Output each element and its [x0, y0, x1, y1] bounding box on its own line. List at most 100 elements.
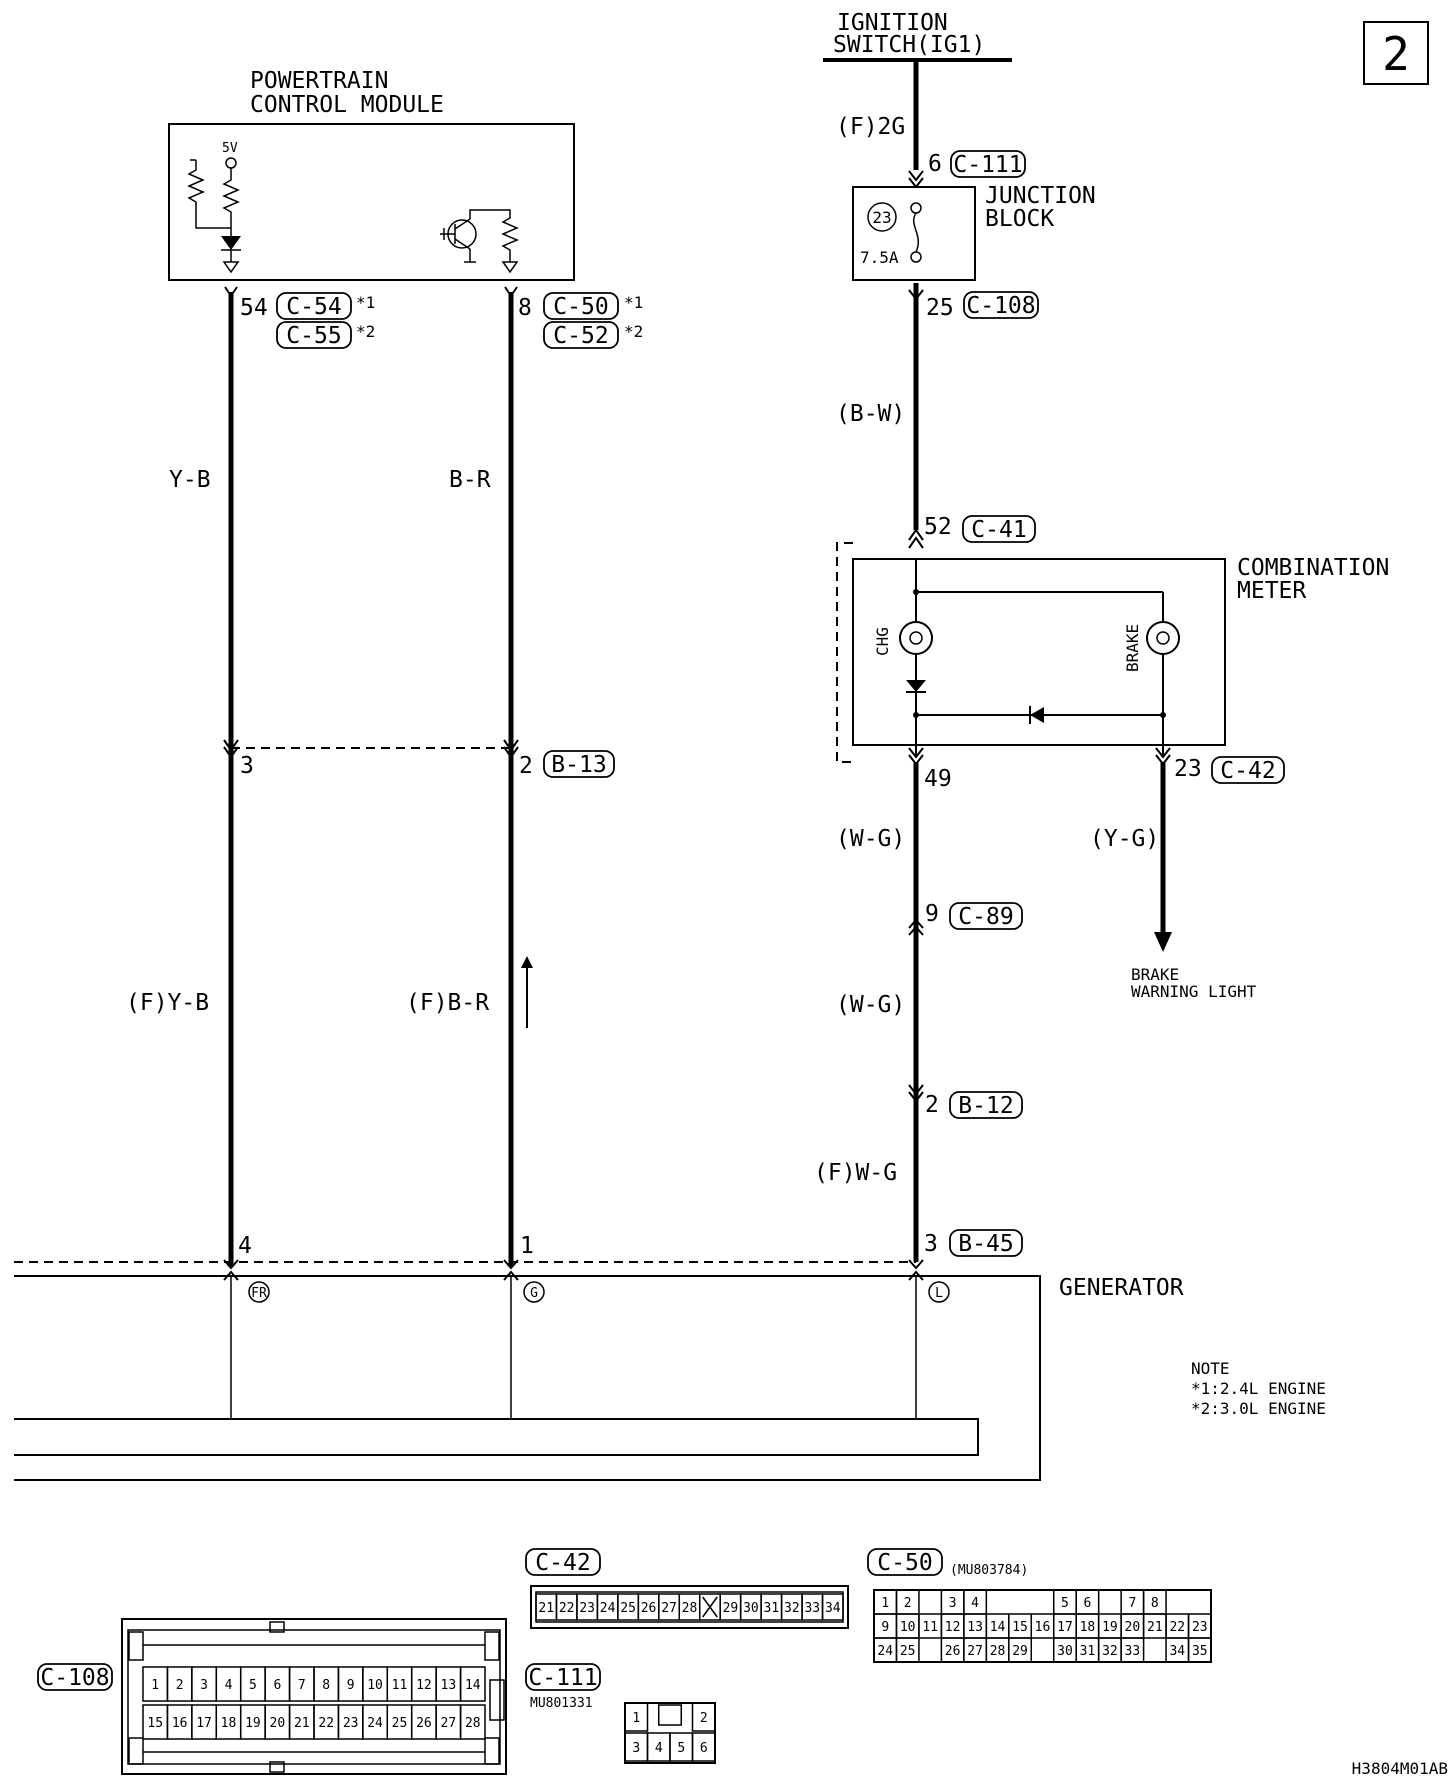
c50-terminal-label: 14: [990, 1620, 1006, 1635]
ignition-label-2: SWITCH(IG1): [833, 32, 985, 58]
c50-terminal-label: 24: [877, 1644, 893, 1659]
brake-label: BRAKE: [1123, 624, 1142, 672]
c50-terminal-label: 18: [1080, 1620, 1096, 1635]
view-c111-label: C-111: [528, 1665, 597, 1691]
c42-terminal-label: 25: [620, 1601, 636, 1616]
c50-terminal-label: 10: [900, 1620, 916, 1635]
view-c42-label: C-42: [535, 1550, 590, 1576]
pin-9: 9: [925, 901, 939, 927]
generator-label: GENERATOR: [1059, 1275, 1184, 1301]
wire-color-f-y-b: (F)Y-B: [126, 990, 209, 1016]
connector-c89-label: C-89: [958, 904, 1013, 930]
c108-terminal-label: 13: [441, 1678, 457, 1693]
c42-terminal-label: 26: [641, 1601, 657, 1616]
pin-2-b12: 2: [925, 1092, 939, 1118]
pin-49: 49: [924, 766, 952, 792]
c111-terminal-label: 3: [632, 1741, 640, 1756]
c42-terminal-label: 24: [600, 1601, 616, 1616]
pin-23: 23: [1174, 756, 1202, 782]
connector-c54: C-54: [276, 292, 352, 320]
c50-terminal-label: 32: [1102, 1644, 1118, 1659]
fuse-number-icon: [867, 202, 897, 232]
combination-meter-label-1: COMBINATION: [1237, 555, 1389, 581]
connector-c111-label: C-111: [953, 152, 1022, 178]
c50-terminal-label: 7: [1128, 1596, 1136, 1611]
brake-warning-label-1: BRAKE: [1131, 965, 1179, 984]
connector-c55: C-55: [276, 321, 352, 349]
c108-terminal: [459, 1704, 486, 1740]
mark-star1-a: *1: [356, 293, 375, 312]
c50-terminal-label: 27: [967, 1644, 983, 1659]
c50-terminal-label: 28: [990, 1644, 1006, 1659]
combination-meter: COMBINATION METER CHG BRAKE: [836, 542, 1389, 763]
wire-color-w-g-1: (W-G): [836, 826, 905, 852]
c111-terminal-label: 5: [677, 1741, 685, 1756]
pcm-5v-label: 5V: [222, 141, 238, 156]
mark-star2-b: *2: [624, 322, 643, 341]
c111-terminal-label: 4: [655, 1741, 663, 1756]
c50-terminal-label: 33: [1125, 1644, 1141, 1659]
c50-terminal-label: 8: [1151, 1596, 1159, 1611]
powertrain-control-module: POWERTRAIN CONTROL MODULE 5V: [168, 68, 575, 281]
chg-label: CHG: [873, 627, 892, 656]
ignition-feed: [908, 62, 924, 549]
brake-lamp-icon: [1146, 621, 1180, 655]
connector-c50-label: C-50: [553, 294, 608, 320]
c50-terminal: [1120, 1637, 1145, 1663]
generator: GENERATOR FR G L: [14, 1261, 1184, 1481]
c108-terminal-label: 26: [416, 1716, 432, 1731]
c108-terminal-label: 24: [367, 1716, 383, 1731]
page-number: 2: [1382, 27, 1410, 81]
connector-b13-label: B-13: [551, 752, 606, 778]
c111-terminal-label: 1: [632, 1711, 640, 1726]
connector-c41-label: C-41: [971, 517, 1026, 543]
c50-terminal-label: 22: [1169, 1620, 1185, 1635]
view-c111-part-no: MU801331: [530, 1696, 593, 1711]
c111-terminal: [691, 1702, 716, 1732]
connector-c89: C-89: [949, 902, 1023, 930]
connector-c50: C-50: [543, 292, 619, 320]
c108-terminal-label: 21: [294, 1716, 310, 1731]
c108-terminal-label: 1: [151, 1678, 159, 1693]
c42-terminal-label: 27: [661, 1601, 677, 1616]
terminal-g-label: G: [530, 1286, 538, 1301]
connector-b12-label: B-12: [958, 1093, 1013, 1119]
c42-terminal-label: 34: [825, 1601, 841, 1616]
c50-terminal: [895, 1637, 920, 1663]
mark-star1-b: *1: [624, 293, 643, 312]
chg-lamp-icon: [899, 621, 933, 655]
c50-terminal-label: 29: [1012, 1644, 1028, 1659]
c108-terminal-label: 12: [416, 1678, 432, 1693]
connector-c108-label: C-108: [966, 293, 1035, 319]
terminal-g-icon: [523, 1281, 545, 1303]
c50-terminal-label: 3: [949, 1596, 957, 1611]
wire-color-y-b: Y-B: [169, 467, 211, 493]
c50-terminal-label: 31: [1080, 1644, 1096, 1659]
c42-terminal-label: 21: [538, 1601, 554, 1616]
brake-warning-label-2: WARNING LIGHT: [1131, 982, 1257, 1001]
c108-terminal-label: 25: [392, 1716, 408, 1731]
c108-terminal-label: 4: [225, 1678, 233, 1693]
wire-color-f-w-g: (F)W-G: [814, 1160, 897, 1186]
c111-terminal-label: 2: [700, 1711, 708, 1726]
c42-terminal: [821, 1593, 844, 1621]
c108-terminal-label: 22: [318, 1716, 334, 1731]
fuse-rating: 7.5A: [860, 248, 899, 267]
connector-b12: B-12: [949, 1091, 1023, 1119]
c50-terminal-label: 2: [904, 1596, 912, 1611]
connector-c108: C-108: [963, 291, 1039, 319]
pin-1: 1: [520, 1233, 534, 1259]
figure-code: H3804M01AB: [1352, 1759, 1448, 1778]
fuse-number: 23: [872, 208, 891, 227]
connector-c111: C-111: [950, 150, 1026, 178]
pin-6: 6: [928, 151, 942, 177]
note-line-1: *1:2.4L ENGINE: [1191, 1379, 1326, 1398]
pin-3: 3: [240, 753, 254, 779]
c50-terminal-label: 1: [881, 1596, 889, 1611]
connector-c42: C-42: [1211, 756, 1285, 784]
pcm-label-2: CONTROL MODULE: [250, 92, 444, 118]
note-line-2: *2:3.0L ENGINE: [1191, 1399, 1326, 1418]
